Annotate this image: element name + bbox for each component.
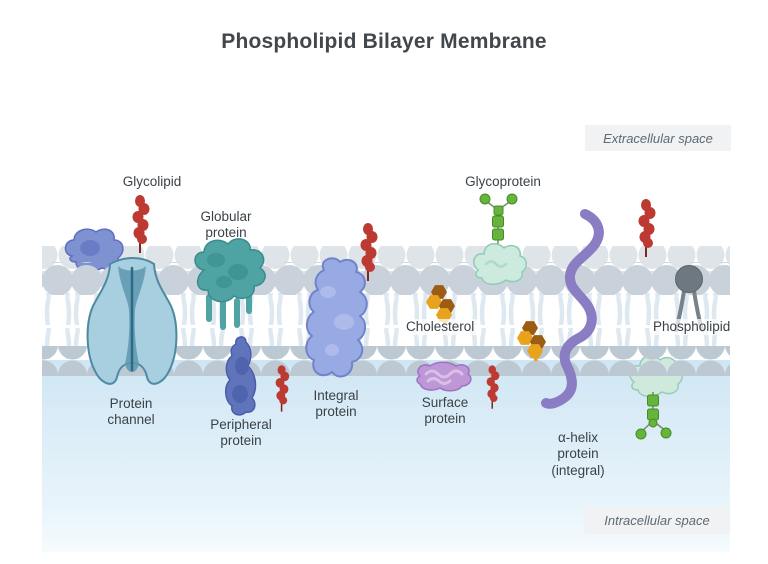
label-protein-channel: Protein channel [107,396,155,428]
label-cholesterol: Cholesterol [403,319,478,336]
protein-channel-shape [86,257,178,385]
extracellular-space-badge: Extracellular space [585,125,731,151]
surface-protein-shape [416,361,472,392]
label-peripheral-protein: Peripheral protein [210,417,272,449]
label-integral-protein: Integral protein [313,388,359,420]
intracellular-space-badge: Intracellular space [584,507,730,534]
glycolipid-shape-left [131,194,151,254]
label-alpha-helix-protein: α-helix protein (integral) [551,430,605,478]
label-phospholipid: Phospholipid [650,319,734,336]
alpha-helix-protein-shape [541,209,604,409]
label-glycoprotein: Glycoprotein [465,174,541,189]
small-surface-protein-shape [64,228,124,273]
label-glycolipid: Glycolipid [122,174,182,189]
glycoprotein-shape [473,193,527,285]
label-globular-protein: Globular protein [200,209,252,241]
label-surface-protein: Surface protein [421,395,469,427]
diagram-title: Phospholipid Bilayer Membrane [221,30,547,53]
peripheral-protein-shape [225,336,257,416]
globular-protein-shape [194,238,266,330]
integral-protein-shape [305,257,368,378]
